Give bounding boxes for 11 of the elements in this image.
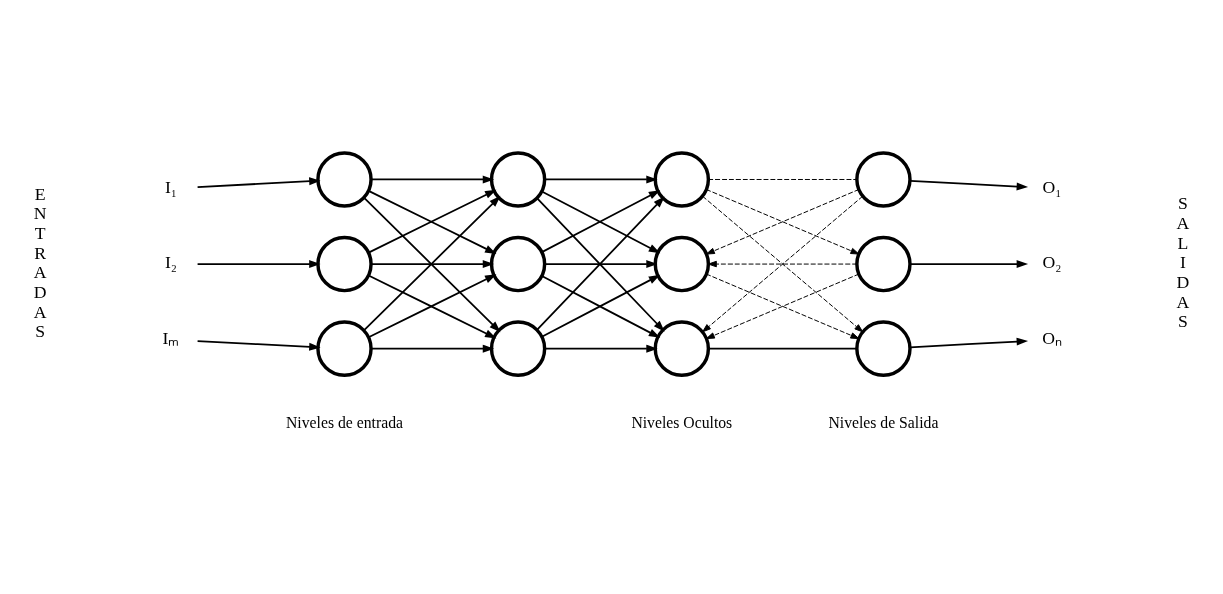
label: Niveles Ocultos xyxy=(631,413,733,431)
node-text: Iₘ xyxy=(162,327,180,348)
node-text: O₁ xyxy=(1042,176,1062,197)
node-text: O₂ xyxy=(1042,251,1062,272)
label: Niveles de entrada xyxy=(286,413,403,431)
node-text: I₂ xyxy=(164,251,177,272)
node-text: I₁ xyxy=(164,176,177,197)
label: SALIDAS xyxy=(1176,192,1190,331)
label: ENTRADAS xyxy=(33,183,47,341)
node-text: Oₙ xyxy=(1042,327,1062,348)
label: Niveles de Salida xyxy=(828,413,939,431)
